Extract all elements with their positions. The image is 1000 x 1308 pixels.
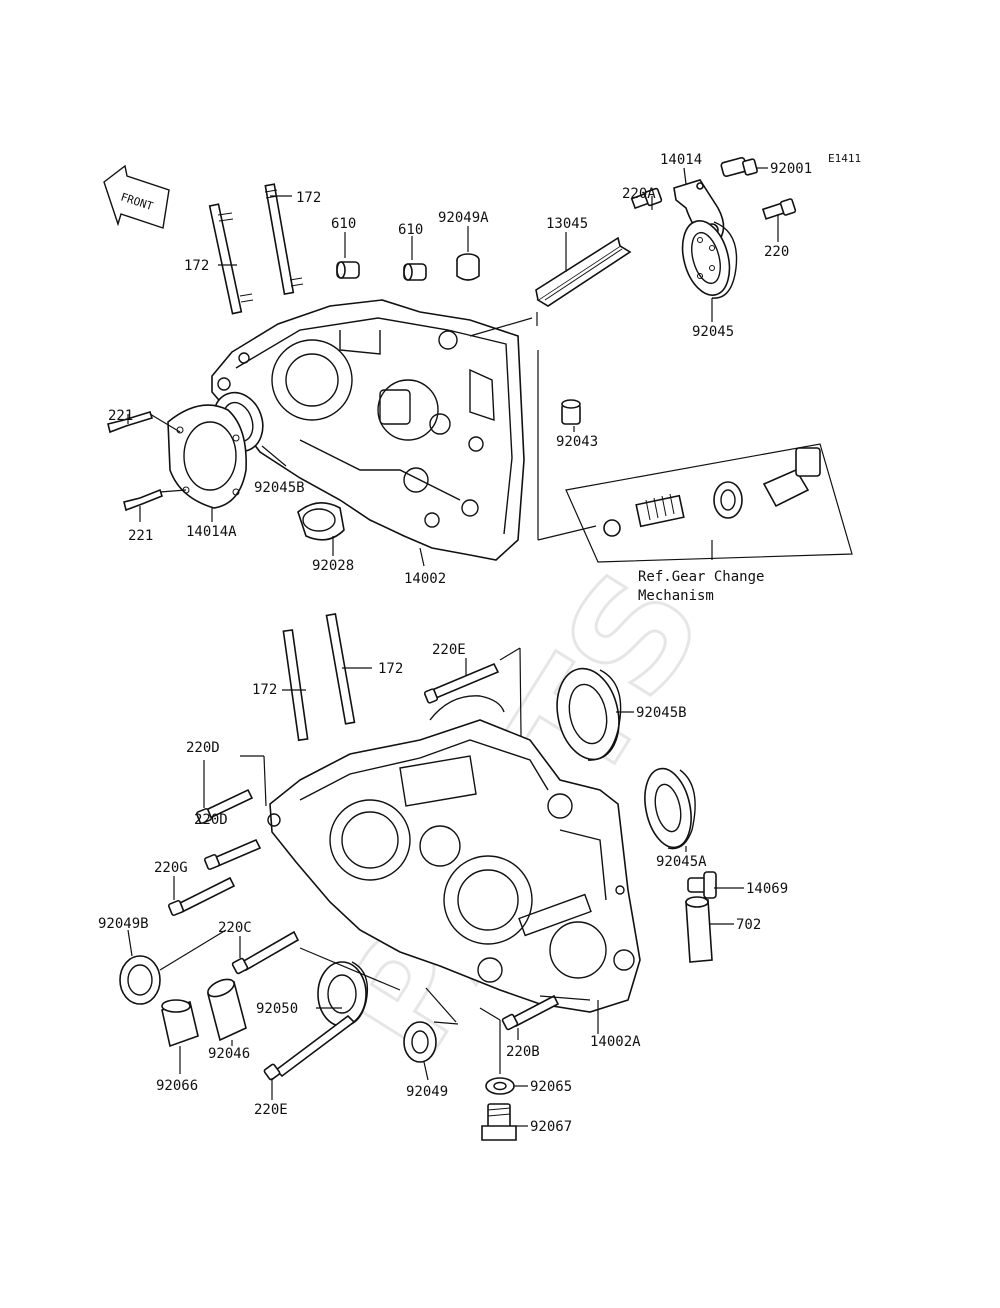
label-14002A: 14002A: [590, 1034, 641, 1050]
label-92049B: 92049B: [98, 916, 149, 932]
hose-702: [685, 896, 713, 963]
label-610-b: 610: [398, 222, 423, 238]
plate-14014A: [167, 404, 247, 509]
label-92050: 92050: [256, 1001, 298, 1017]
label-172-d: 172: [378, 661, 403, 677]
label-220G: 220G: [154, 860, 188, 876]
crankcase-upper-14002: [211, 299, 525, 561]
label-220E-lower: 220E: [254, 1102, 288, 1118]
label-610-a: 610: [331, 216, 356, 232]
guide-plate-13045: [535, 236, 632, 307]
bolt-220D: [195, 788, 254, 825]
stud-172-lower-left: [282, 629, 309, 742]
label-220: 220: [764, 244, 789, 260]
bolt-220G-a: [203, 838, 262, 871]
label-92001: 92001: [770, 161, 812, 177]
bolt-220E-upper: [423, 662, 500, 704]
label-14002: 14002: [404, 571, 446, 587]
oil-seal-92049A: [456, 253, 480, 281]
label-172-b: 172: [184, 258, 209, 274]
label-92043: 92043: [556, 434, 598, 450]
label-14014: 14014: [660, 152, 702, 168]
collar-92046: [207, 978, 247, 1042]
front-arrow-label: FRONT: [119, 190, 155, 213]
label-92045: 92045: [692, 324, 734, 340]
stud-172-lower-right: [325, 613, 356, 725]
label-92045A: 92045A: [656, 854, 707, 870]
dowel-pin-610-b: [403, 263, 427, 281]
dowel-pin-610-a: [336, 261, 360, 279]
bearing-92050: [317, 961, 369, 1027]
bearing-92045: [681, 220, 738, 299]
label-172-c: 172: [252, 682, 277, 698]
gear-change-reference-box: Ref.Gear Change Mechanism: [537, 443, 853, 604]
bolt-220E-lower: [263, 1014, 356, 1081]
label-92066: 92066: [156, 1078, 198, 1094]
label-220D-a: 220D: [186, 740, 220, 756]
label-92065: 92065: [530, 1079, 572, 1095]
bearing-92045A: [644, 767, 696, 850]
ref-note-line-2: Mechanism: [638, 588, 714, 604]
fitting-92001: [720, 157, 758, 177]
bolt-220: [761, 198, 797, 220]
fitting-14069: [687, 871, 717, 899]
label-92067: 92067: [530, 1119, 572, 1135]
bolt-220G-b: [167, 876, 236, 917]
ref-note-line-1: Ref.Gear Change: [638, 569, 764, 585]
label-220D-b: 220D: [194, 812, 228, 828]
stud-172-left: [208, 203, 254, 315]
label-220E-upper: 220E: [432, 642, 466, 658]
seal-92049: [403, 1021, 437, 1063]
screw-221-b: [123, 488, 163, 512]
bolt-220B: [501, 994, 560, 1031]
figure-code: E1411: [828, 152, 861, 165]
drain-plug-92067: [481, 1103, 517, 1141]
label-14069: 14069: [746, 881, 788, 897]
bearing-92045B: [556, 667, 622, 761]
label-13045: 13045: [546, 216, 588, 232]
cap-92066: [161, 999, 199, 1048]
screw-221-a: [107, 411, 154, 434]
label-221-a: 221: [108, 408, 133, 424]
label-92045B: 92045B: [636, 705, 687, 721]
front-arrow-icon: FRONT: [103, 164, 170, 229]
label-14014A: 14014A: [186, 524, 237, 540]
label-92049: 92049: [406, 1084, 448, 1100]
label-220A: 220A: [622, 186, 656, 202]
bolt-220A: [630, 187, 663, 210]
stud-172-right: [264, 183, 304, 295]
label-92049A: 92049A: [438, 210, 489, 226]
seal-92049B: [119, 955, 161, 1005]
label-92046: 92046: [208, 1046, 250, 1062]
label-221-b: 221: [128, 528, 153, 544]
part-labels: 14014 92001 220A 220 13045 92049A 610 61…: [98, 152, 812, 1135]
label-92045B-upper: 92045B: [254, 480, 305, 496]
label-92028: 92028: [312, 558, 354, 574]
washer-92065: [485, 1077, 515, 1095]
label-702: 702: [736, 917, 761, 933]
label-220C: 220C: [218, 920, 252, 936]
seal-92028: [297, 502, 345, 541]
label-172-a: 172: [296, 190, 321, 206]
bolt-220C: [231, 930, 300, 975]
label-220B: 220B: [506, 1044, 540, 1060]
pin-92043: [561, 399, 581, 425]
crankcase-lower-14002A: [267, 695, 641, 1013]
